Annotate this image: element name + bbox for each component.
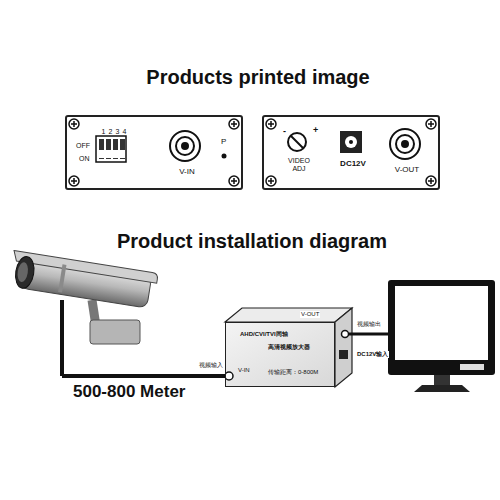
- bnc-connector: [390, 129, 420, 159]
- power-led: [222, 154, 227, 159]
- bnc-connector: [170, 131, 200, 161]
- port-label: V-IN: [179, 168, 195, 177]
- section-heading: Product installation diagram: [116, 230, 388, 252]
- coax-cable: [349, 333, 388, 336]
- port-label: V-OUT: [395, 166, 419, 175]
- coax-cable: [62, 374, 229, 378]
- led-label: P: [221, 138, 226, 147]
- front-panel: 1234OFF ON V-IN P: [65, 115, 243, 190]
- adjust-sign: -: [283, 127, 286, 137]
- amplifier-box: [225, 308, 352, 387]
- port-label: V-OUT: [300, 311, 320, 318]
- distance-label: 500-800 Meter: [72, 383, 186, 402]
- control-label: VIDEO ADJ: [282, 157, 316, 172]
- amplifier-box: AHD/CVI/TVI同轴高清视频放大器 V-IN 传输距离：0-800M: [225, 322, 335, 387]
- switch-label: OFF: [76, 142, 90, 150]
- port-label: DC12V输入: [356, 351, 389, 358]
- potentiometer: [288, 133, 306, 151]
- dc-jack: [339, 350, 348, 359]
- switch-number: 1: [102, 128, 106, 136]
- port-label: V-IN: [238, 367, 250, 374]
- power-label: DC12V: [340, 160, 366, 169]
- product-name: 高清视频放大器: [268, 344, 310, 351]
- bnc-port: [225, 372, 233, 380]
- switch-label: ON: [79, 155, 90, 163]
- model-text: AHD/CVI/TVI同轴: [240, 331, 288, 338]
- switch-number: 2: [109, 128, 113, 136]
- monitor: [388, 280, 495, 392]
- dip-switch: [96, 136, 126, 162]
- title: Products printed image: [146, 66, 369, 88]
- camera: [8, 251, 158, 376]
- port-label: 视频输入: [198, 362, 224, 369]
- screws: [69, 119, 436, 186]
- spec-text: 传输距离：0-800M: [268, 369, 318, 376]
- switch-number: 4: [123, 128, 127, 136]
- port-label: 视频输出: [356, 321, 382, 328]
- dc-jack: [340, 131, 362, 153]
- rear-panel: - + VIDEO ADJ DC12V V-OUT: [262, 115, 440, 190]
- switch-number: 3: [116, 128, 120, 136]
- adjust-sign: +: [313, 126, 318, 136]
- bnc-port: [342, 331, 349, 338]
